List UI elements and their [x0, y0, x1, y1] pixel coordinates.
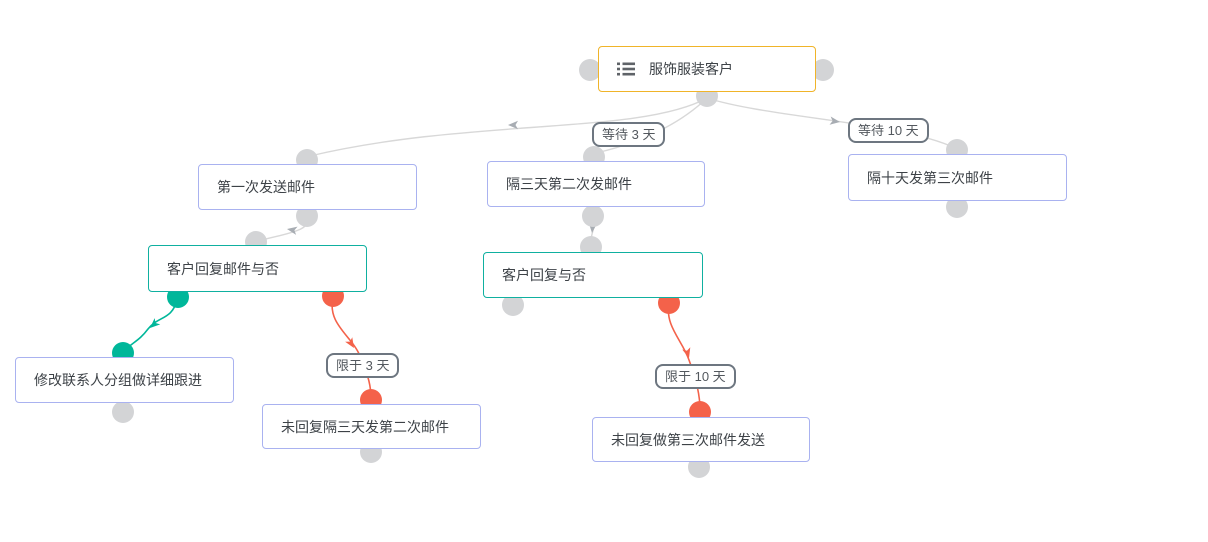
- port-third-email-bottom[interactable]: [946, 196, 968, 218]
- edge-reply-yes-to-modify-group: [123, 299, 178, 352]
- flow-node-noreply-third[interactable]: 未回复做第三次邮件发送: [592, 417, 810, 462]
- port-root-left[interactable]: [579, 59, 601, 81]
- flow-node-reply-check-1[interactable]: 客户回复邮件与否: [148, 245, 367, 292]
- arrowhead-icon: [345, 337, 354, 348]
- node-label: 未回复隔三天发第二次邮件: [281, 418, 449, 435]
- node-label: 客户回复与否: [502, 267, 586, 283]
- flow-node-first-email[interactable]: 第一次发送邮件: [198, 164, 417, 210]
- flow-node-reply-check-2[interactable]: 客户回复与否: [483, 252, 703, 298]
- arrowhead-icon: [682, 347, 691, 358]
- flow-node-second-email[interactable]: 隔三天第二次发邮件: [487, 161, 705, 207]
- node-label: 隔十天发第三次邮件: [867, 169, 993, 186]
- arrowhead-icon: [287, 226, 298, 235]
- port-second-email-bottom[interactable]: [582, 205, 604, 227]
- edge-label-within-3-days[interactable]: 限于 3 天: [326, 353, 400, 378]
- node-label: 隔三天第二次发邮件: [506, 176, 632, 192]
- list-icon: [617, 62, 635, 76]
- edge-label-wait-3-days[interactable]: 等待 3 天: [592, 122, 666, 147]
- flow-node-noreply-second[interactable]: 未回复隔三天发第二次邮件: [262, 404, 481, 449]
- flow-node-modify-group[interactable]: 修改联系人分组做详细跟进: [15, 357, 234, 403]
- edge-reply-no-to-noreply-second: [331, 297, 372, 400]
- edge-root-to-first-email: [309, 97, 708, 157]
- port-first-email-bottom[interactable]: [296, 205, 318, 227]
- arrowhead-icon: [829, 116, 840, 125]
- edge-label-wait-10-days[interactable]: 等待 10 天: [848, 118, 929, 143]
- node-label: 第一次发送邮件: [217, 179, 315, 195]
- edge-label-within-10-days[interactable]: 限于 10 天: [655, 364, 736, 389]
- node-label: 未回复做第三次邮件发送: [611, 431, 765, 448]
- node-label: 修改联系人分组做详细跟进: [34, 372, 202, 388]
- flow-node-third-email[interactable]: 隔十天发第三次邮件: [848, 154, 1067, 201]
- edge-reply2-no-to-noreply-third: [667, 303, 701, 411]
- port-root-right[interactable]: [812, 59, 834, 81]
- node-label: 服饰服装客户: [649, 61, 733, 77]
- flow-node-root[interactable]: 服饰服装客户: [598, 46, 816, 92]
- port-reply-check-2-left[interactable]: [502, 294, 524, 316]
- node-label: 客户回复邮件与否: [167, 260, 279, 277]
- arrowhead-icon: [508, 120, 518, 130]
- arrowhead-icon: [150, 318, 161, 328]
- port-modify-group-bottom[interactable]: [112, 401, 134, 423]
